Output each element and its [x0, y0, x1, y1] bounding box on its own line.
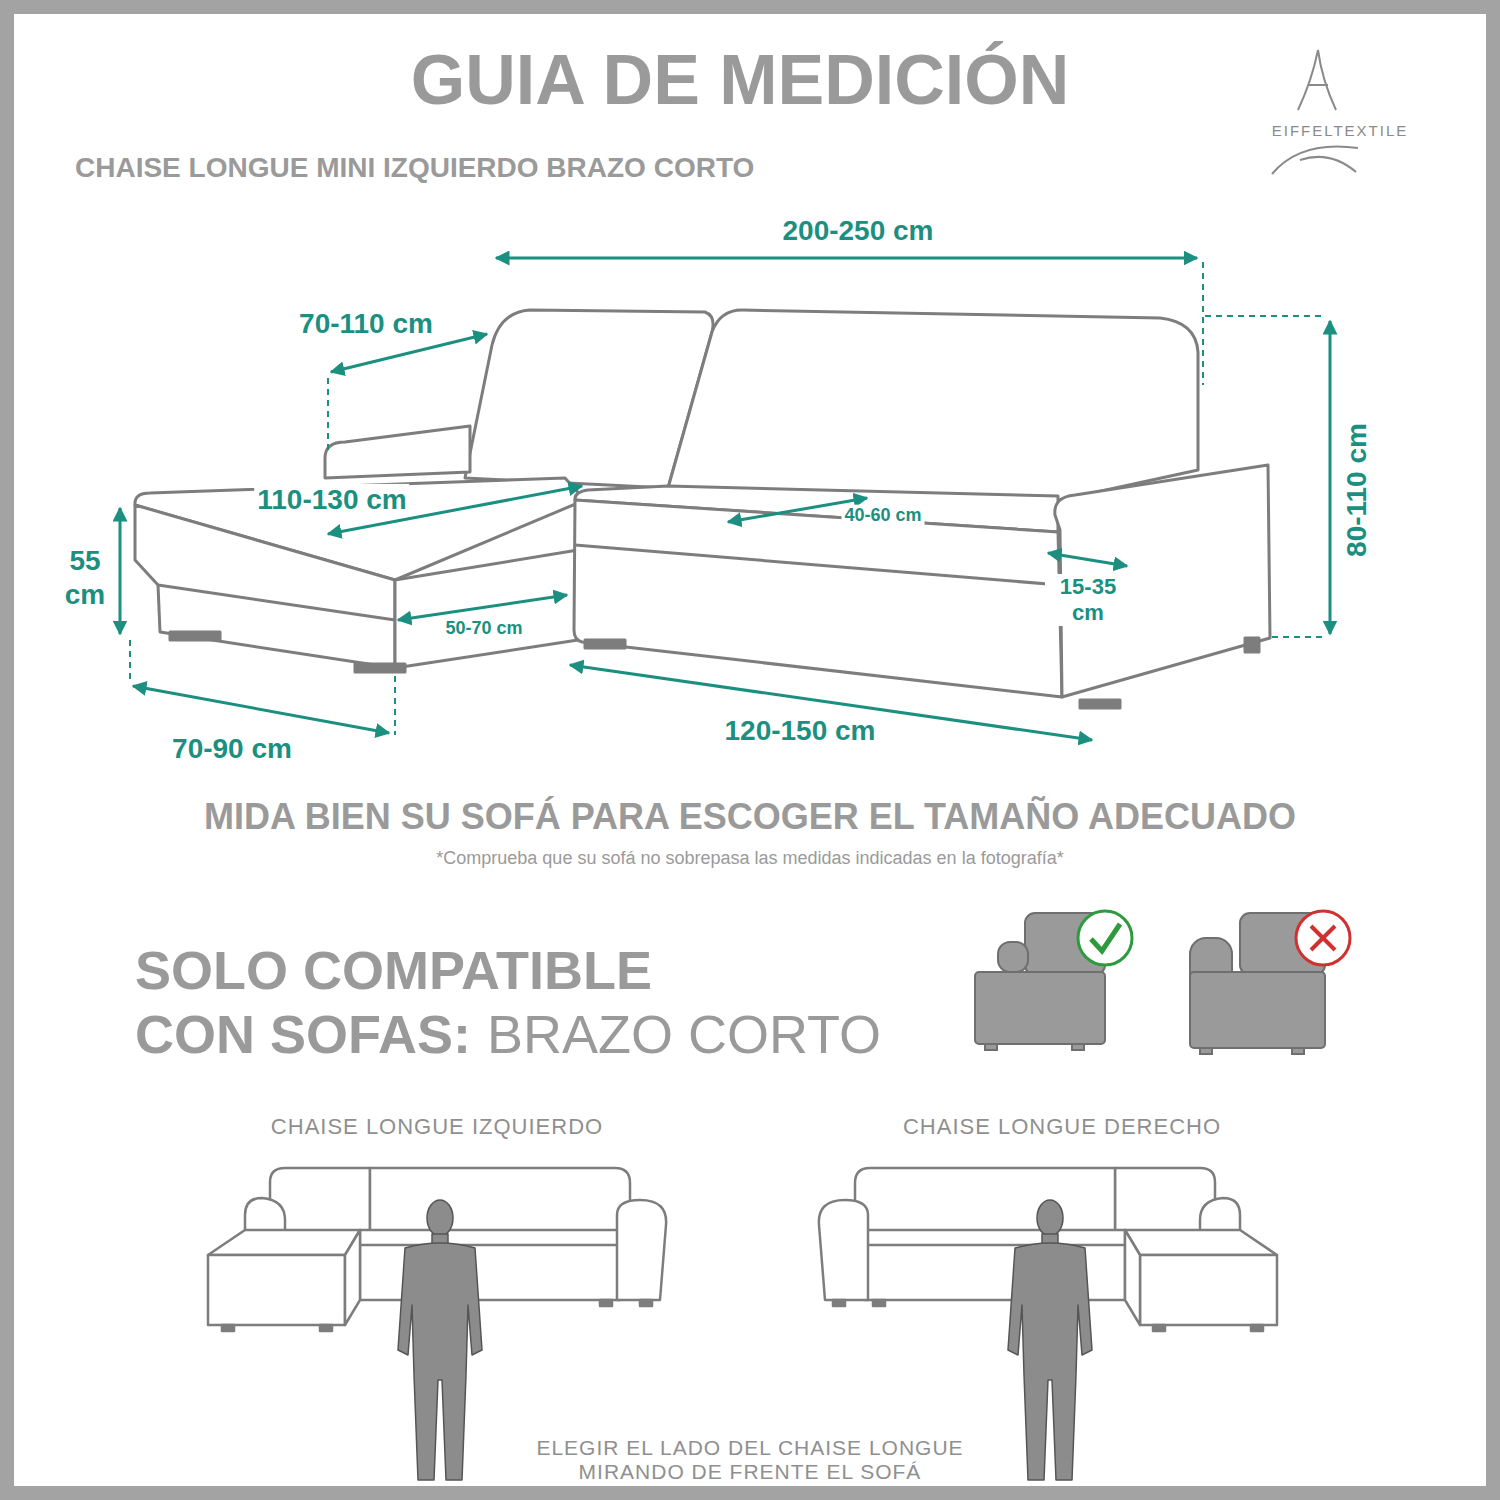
person-figure	[1008, 1200, 1092, 1480]
incompatible-icon	[1292, 1048, 1304, 1054]
person-figure	[1008, 1200, 1092, 1480]
chaise-sofa	[1080, 700, 1120, 708]
incompatible-icon	[1200, 1048, 1212, 1054]
dimension-label: 70-90 cm	[169, 733, 295, 765]
dimension-label: 80-110 cm	[1341, 420, 1373, 560]
compatibility-type: BRAZO CORTO	[487, 1002, 881, 1066]
dimension-lines	[398, 595, 567, 620]
dimension-label: 55 cm	[52, 544, 118, 612]
person-figure	[398, 1200, 482, 1480]
compatible-icon	[975, 972, 1105, 1044]
incompatible-icon	[1311, 926, 1335, 950]
dimension-label: 70-110 cm	[296, 308, 436, 340]
dimension-label: 110-130 cm	[254, 484, 409, 516]
compatible-icon	[1072, 1044, 1084, 1050]
chaise-sofa	[575, 545, 1060, 585]
subtitle: CHAISE LONGUE MINI IZQUIERDO BRAZO CORTO	[75, 152, 754, 184]
chaise-sofa	[170, 632, 220, 640]
incompatible-icon	[1190, 972, 1325, 1048]
compatible-icon	[975, 911, 1132, 1050]
dimension-label: 15-35 cm	[1045, 574, 1131, 626]
dimension-lines	[1048, 553, 1127, 566]
dimension-lines	[1272, 636, 1326, 638]
brand-name: EIFFELTEXTILE	[1272, 122, 1409, 139]
dimension-lines	[496, 257, 1197, 260]
dimension-lines	[130, 262, 1326, 735]
dimension-lines	[1329, 321, 1332, 634]
chaise-sofa	[395, 550, 578, 668]
chaise-sofa	[574, 500, 1062, 697]
dimension-lines	[1202, 262, 1204, 385]
chaise-sofa	[355, 664, 405, 672]
dimension-lines	[119, 508, 122, 634]
caption-left: CHAISE LONGUE IZQUIERDO	[271, 1114, 603, 1139]
dimension-label: 200-250 cm	[779, 215, 936, 247]
note: *Comprueba que su sofá no sobrepasa las …	[436, 848, 1063, 869]
brand-logo	[1272, 146, 1358, 174]
incompatible-icon	[1296, 911, 1350, 965]
dimension-lines	[129, 640, 131, 680]
chaise-sofa	[1245, 638, 1259, 652]
chaise-sofa	[158, 585, 395, 620]
chaise-sofa	[668, 310, 1198, 500]
caption-right: CHAISE LONGUE DERECHO	[903, 1114, 1221, 1139]
chaise-sofa	[325, 426, 470, 478]
compatible-icon	[985, 1044, 997, 1050]
brand-logo	[1272, 50, 1358, 174]
chaise-sofa	[135, 310, 1270, 708]
dimension-lines	[120, 258, 1330, 740]
incompatible-icon	[1190, 911, 1350, 1054]
brand-logo	[1298, 50, 1336, 110]
dimension-lines	[327, 378, 329, 450]
dimension-label: 40-60 cm	[841, 505, 924, 526]
dimension-label: 120-150 cm	[721, 715, 878, 747]
page-frame	[7, 7, 1493, 1493]
dimension-lines	[394, 676, 396, 735]
instruction-note: ELEGIR EL LADO DEL CHAISE LONGUE MIRANDO…	[480, 1436, 1020, 1484]
dimension-lines	[133, 686, 389, 733]
compatible-icon	[1091, 924, 1120, 951]
dimension-label: 50-70 cm	[442, 618, 525, 639]
person-figure	[398, 1200, 482, 1480]
dimension-lines	[1205, 315, 1326, 317]
compatible-icon	[998, 942, 1028, 972]
instruction-heading: MIDA BIEN SU SOFÁ PARA ESCOGER EL TAMAÑO…	[204, 796, 1296, 837]
chaise-sofa	[585, 640, 625, 648]
compatible-icon	[1078, 911, 1132, 965]
page-title: GUIA DE MEDICIÓN	[411, 40, 1070, 121]
